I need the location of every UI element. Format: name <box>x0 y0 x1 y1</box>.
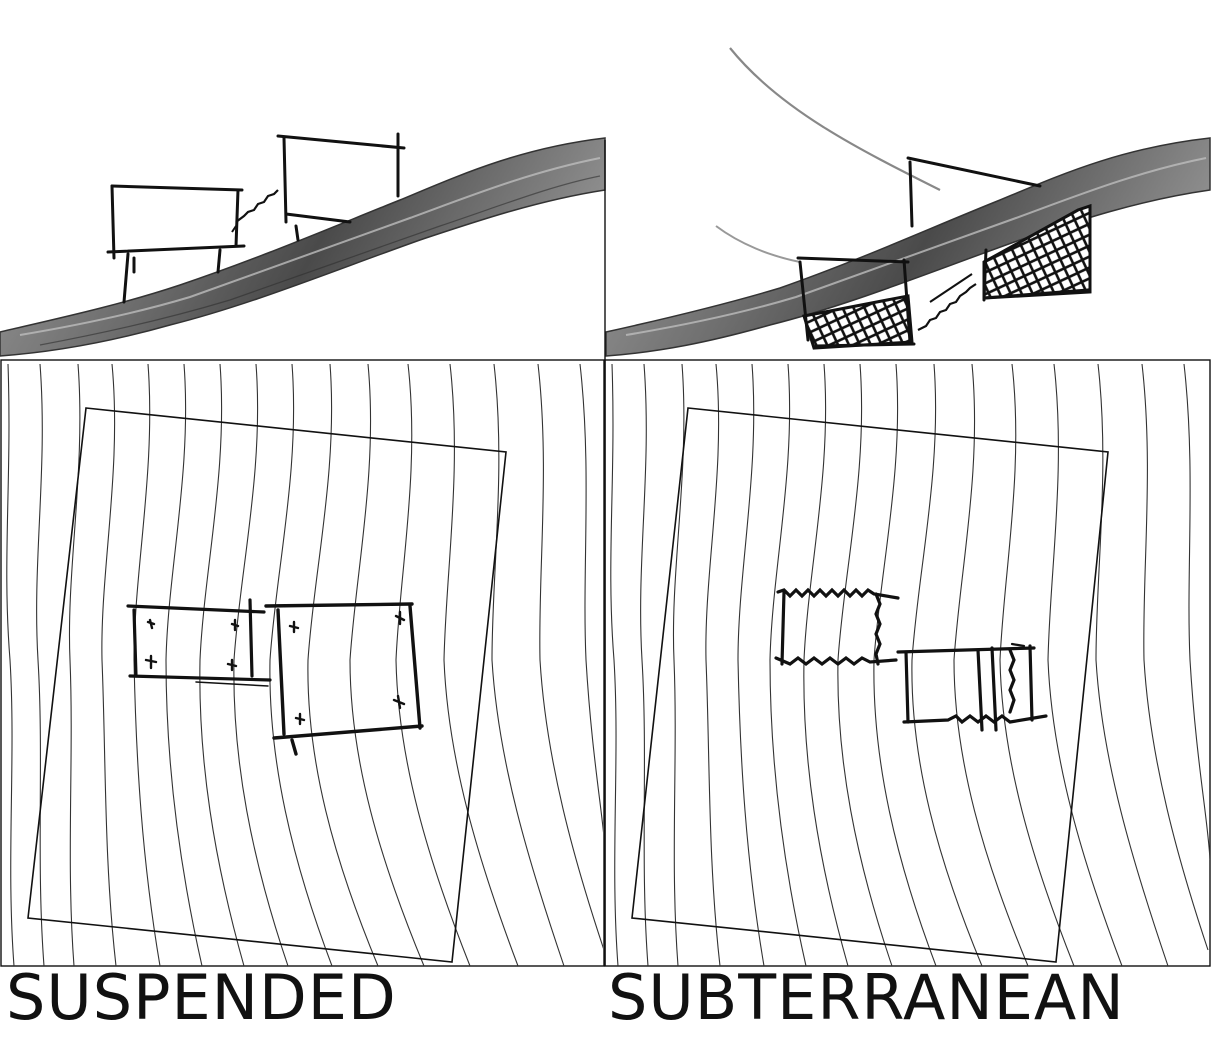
section-view-suspended <box>0 132 606 357</box>
suspended-volume-lower <box>106 184 246 304</box>
plan-volume-left-subterranean <box>774 587 900 666</box>
caption-suspended: SUSPENDED <box>6 961 397 1034</box>
caption-subterranean: SUBTERRANEAN <box>608 961 1125 1034</box>
contour-lines-suspended <box>6 363 603 966</box>
stair-connector <box>235 189 279 223</box>
terrain-section <box>605 137 1211 357</box>
site-boundary-subterranean <box>631 407 1109 963</box>
plan-frame-suspended <box>0 359 605 967</box>
suspended-volume-upper <box>276 132 406 242</box>
plan-volume-right-subterranean <box>896 642 1048 732</box>
stair-connector <box>917 283 977 331</box>
panel-subterranean <box>604 47 1211 967</box>
sky-arc-upper <box>729 47 941 191</box>
buried-volume-lower <box>802 294 914 350</box>
plan-volume-right-suspended <box>264 602 424 756</box>
sky-arc-lower <box>715 225 801 263</box>
section-view-subterranean <box>605 47 1211 357</box>
contour-lines-subterranean <box>610 363 1210 966</box>
plan-volume-left-suspended <box>126 598 272 687</box>
terrain-section <box>0 137 606 357</box>
site-boundary-suspended <box>27 407 507 963</box>
panel-suspended <box>0 132 606 967</box>
